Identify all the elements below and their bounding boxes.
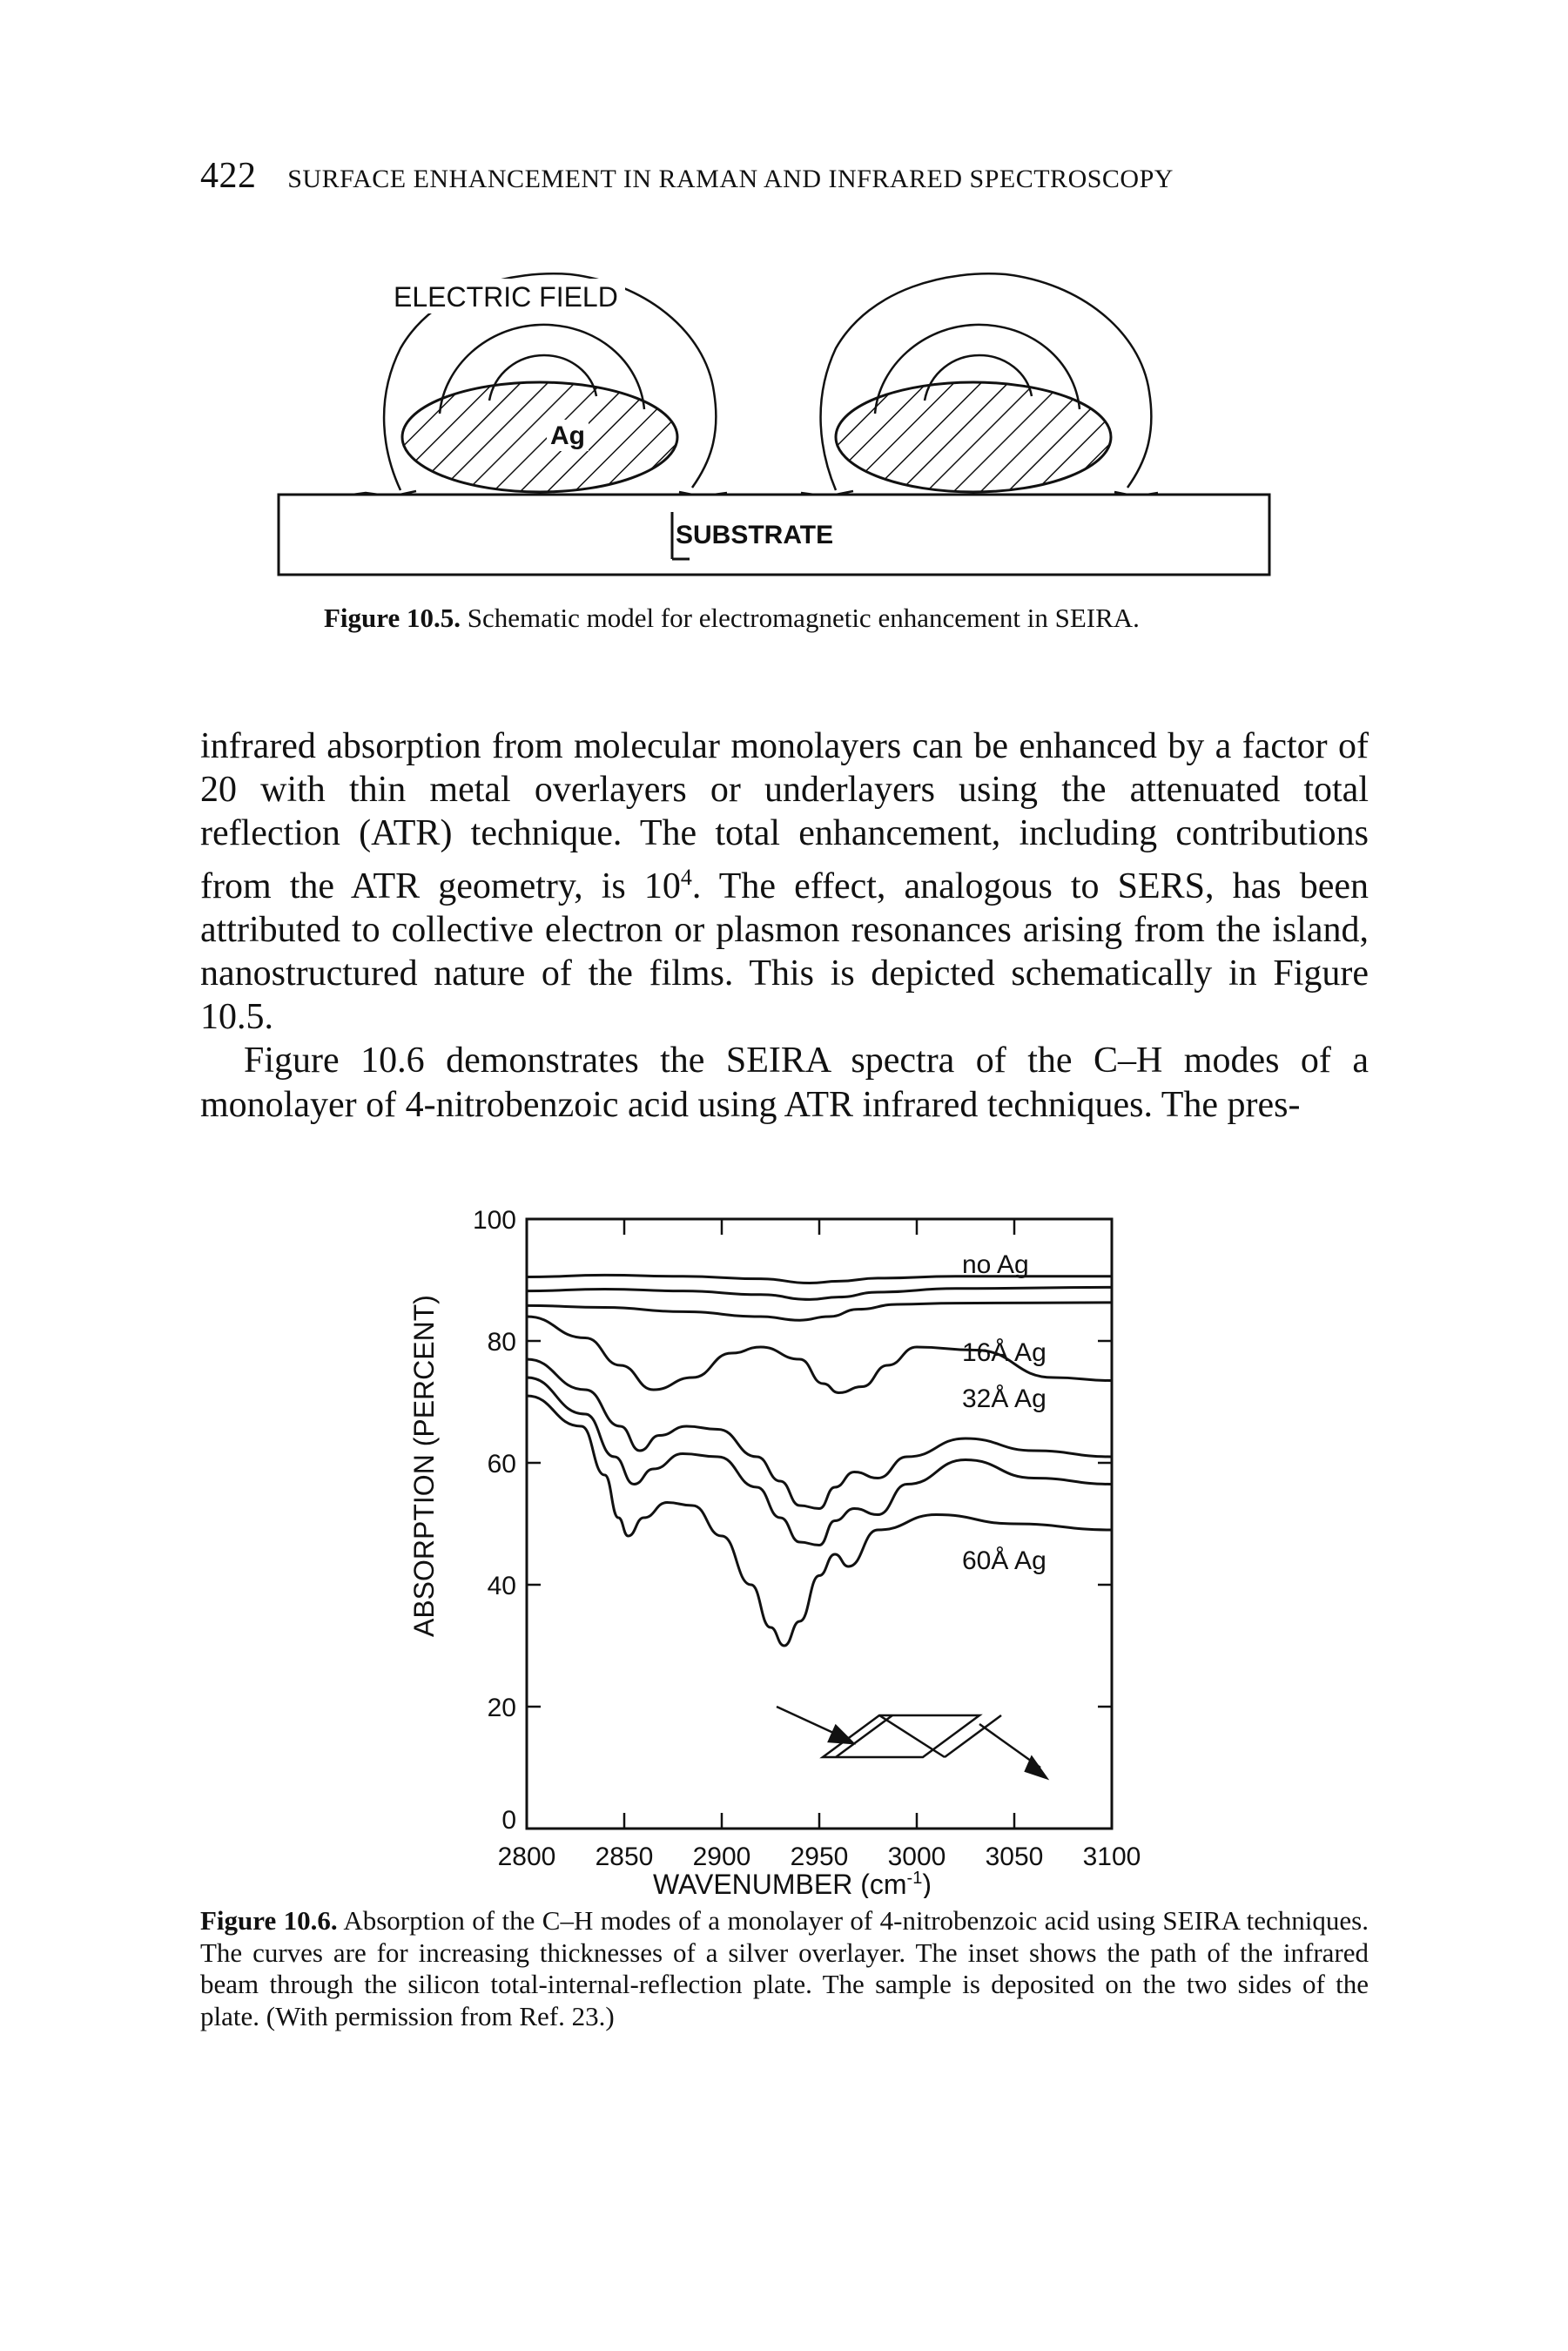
running-head-title: SURFACE ENHANCEMENT IN RAMAN AND INFRARE…: [287, 165, 1174, 193]
annotation-32a-ag: 32Å Ag: [962, 1384, 1046, 1413]
figure-10-5-caption: Figure 10.5. Schematic model for electro…: [324, 603, 1140, 634]
series-line-2: [526, 1285, 1113, 1301]
y-tick-label: 40: [488, 1572, 516, 1600]
running-head: 422 SURFACE ENHANCEMENT IN RAMAN AND INF…: [200, 155, 1174, 197]
x-tick-label: 2900: [693, 1842, 751, 1871]
y-tick-label: 0: [501, 1806, 516, 1835]
substrate-block: [277, 493, 1271, 576]
paragraph-1-superscript: 4: [680, 864, 692, 890]
figure-10-5-caption-label: Figure 10.5.: [324, 603, 461, 633]
paragraph-1: infrared absorption from molecular monol…: [200, 724, 1369, 1039]
x-tick-label: 3050: [986, 1842, 1044, 1871]
y-axis-label: ABSORPTION (PERCENT): [408, 1295, 440, 1637]
page-number: 422: [200, 156, 257, 196]
electric-field-label: ELECTRIC FIELD: [394, 281, 618, 313]
y-tick-label: 20: [488, 1694, 516, 1722]
body-text: infrared absorption from molecular monol…: [200, 724, 1369, 1127]
y-tick-label: 100: [473, 1206, 516, 1235]
paragraph-2: Figure 10.6 demonstrates the SEIRA spect…: [200, 1041, 1369, 1125]
x-tick-label: 3000: [888, 1842, 946, 1871]
right-field-lines: [800, 273, 1159, 498]
x-tick-label: 2850: [596, 1842, 654, 1871]
ag-label: Ag: [550, 421, 585, 450]
figure-10-5-schematic: Ag ELECTRIC FIELD SUBSTRATE: [277, 273, 1271, 576]
right-ag-particle: [834, 381, 1113, 494]
annotation-no-ag: no Ag: [962, 1250, 1029, 1279]
series-line-3: [526, 1301, 1113, 1322]
left-ag-particle: [400, 381, 679, 494]
figure-10-6-caption-label: Figure 10.6.: [200, 1905, 338, 1936]
figure-10-6-caption: Figure 10.6. Absorption of the C–H modes…: [200, 1905, 1369, 2032]
figure-10-6-caption-text: Absorption of the C–H modes of a monolay…: [200, 1905, 1369, 2031]
y-ticks: 0 20 40 60 80 100: [473, 1206, 1112, 1835]
series-line-6: [526, 1376, 1113, 1547]
annotation-60a-ag: 60Å Ag: [962, 1546, 1046, 1575]
x-ticks: 2800 2850 2900 2950 3000 3050 3100: [498, 1219, 1141, 1871]
series-line-7: [526, 1394, 1113, 1647]
x-tick-label: 2950: [791, 1842, 849, 1871]
figure-10-6-chart: 2800 2850 2900 2950 3000 3050 3100 0 20 40 60 80 10…: [408, 1206, 1141, 1898]
x-tick-label: 2800: [498, 1842, 556, 1871]
substrate-label: SUBSTRATE: [676, 521, 833, 549]
y-tick-label: 60: [488, 1450, 516, 1479]
series-line-5: [526, 1357, 1113, 1511]
x-axis-label: WAVENUMBER (cm-1): [653, 1869, 932, 1898]
annotation-16a-ag: 16Å Ag: [962, 1338, 1046, 1367]
x-tick-label: 3100: [1083, 1842, 1141, 1871]
series-line-4: [526, 1315, 1113, 1395]
paragraph-1-part-a: infrared absorption from molecular monol…: [200, 726, 1369, 906]
y-tick-label: 80: [488, 1328, 516, 1357]
atr-plate-inset: [776, 1705, 1050, 1781]
series-group: [526, 1273, 1113, 1647]
figure-10-5-caption-text: Schematic model for electromagnetic enha…: [467, 603, 1140, 633]
paragraph-1-part-b: . The effect, analogous to SERS, has bee…: [200, 866, 1369, 1038]
series-line-1: [526, 1273, 1112, 1285]
